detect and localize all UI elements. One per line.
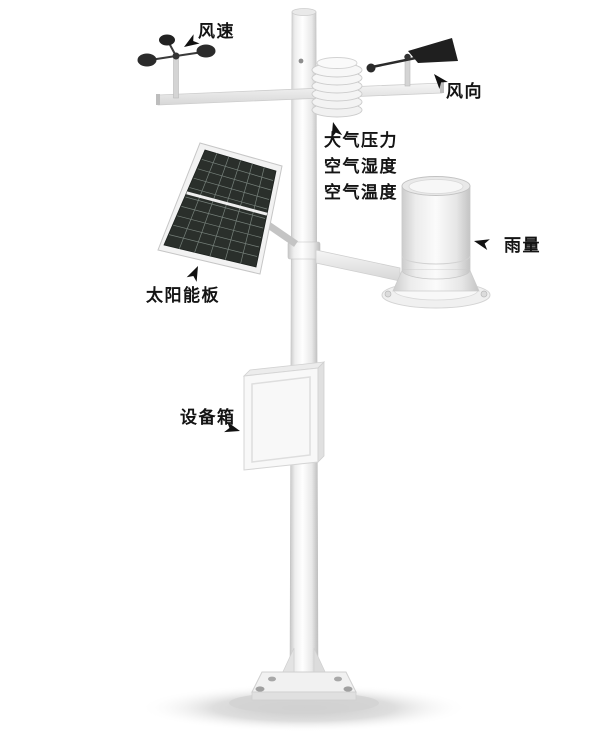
base-bolt-hole bbox=[268, 676, 276, 682]
label-wind-direction: 风向 bbox=[446, 82, 483, 102]
solar-panel bbox=[157, 142, 283, 275]
label-air-humidity: 空气湿度 bbox=[324, 157, 398, 177]
anemometer-cup bbox=[159, 34, 175, 46]
base-bolt-hole bbox=[343, 686, 353, 692]
solar-cell-grid bbox=[169, 153, 274, 264]
label-solar-panel: 太阳能板 bbox=[146, 286, 220, 306]
anemometer-cup bbox=[137, 53, 157, 67]
arrow-icon-shield bbox=[331, 122, 343, 138]
equipment-box-door-inset bbox=[251, 376, 311, 463]
vane-fin bbox=[408, 38, 458, 63]
arrow-icon-rain bbox=[474, 239, 490, 250]
equipment-box bbox=[242, 361, 326, 471]
equipment-box-door bbox=[243, 367, 319, 471]
rain-gauge-bolt bbox=[384, 290, 392, 298]
wind-vane bbox=[366, 38, 458, 87]
label-atmospheric-pressure: 大气压力 bbox=[324, 131, 398, 151]
equipment-box-side bbox=[317, 361, 325, 463]
anemometer bbox=[137, 34, 216, 99]
rain-gauge-bolt bbox=[480, 290, 488, 298]
rain-gauge-body bbox=[401, 185, 471, 271]
base-bolt-hole bbox=[334, 676, 342, 682]
radiation-shield bbox=[311, 57, 363, 118]
base-plate-top bbox=[251, 671, 357, 693]
arrow-icon-wind-speed bbox=[184, 34, 200, 47]
base-plate-edge bbox=[251, 691, 357, 701]
arrow-icon-solar bbox=[186, 266, 198, 282]
base-bolt-hole bbox=[255, 686, 265, 692]
annotation-arrows bbox=[184, 34, 490, 433]
vane-counterweight bbox=[366, 63, 376, 73]
arrow-icon-wind-direction bbox=[434, 74, 448, 90]
label-equipment-box: 设备箱 bbox=[180, 408, 236, 428]
solar-panel-divider bbox=[186, 191, 268, 216]
pole-hole bbox=[298, 58, 304, 64]
rain-gauge-arm bbox=[315, 249, 401, 282]
anemometer-cup bbox=[196, 44, 216, 58]
arrow-icon-box bbox=[224, 421, 240, 433]
rain-gauge bbox=[381, 176, 491, 309]
label-air-temperature: 空气温度 bbox=[324, 183, 398, 203]
label-wind-speed: 风速 bbox=[198, 22, 235, 42]
label-rainfall: 雨量 bbox=[504, 236, 541, 256]
base-flange bbox=[251, 647, 357, 701]
